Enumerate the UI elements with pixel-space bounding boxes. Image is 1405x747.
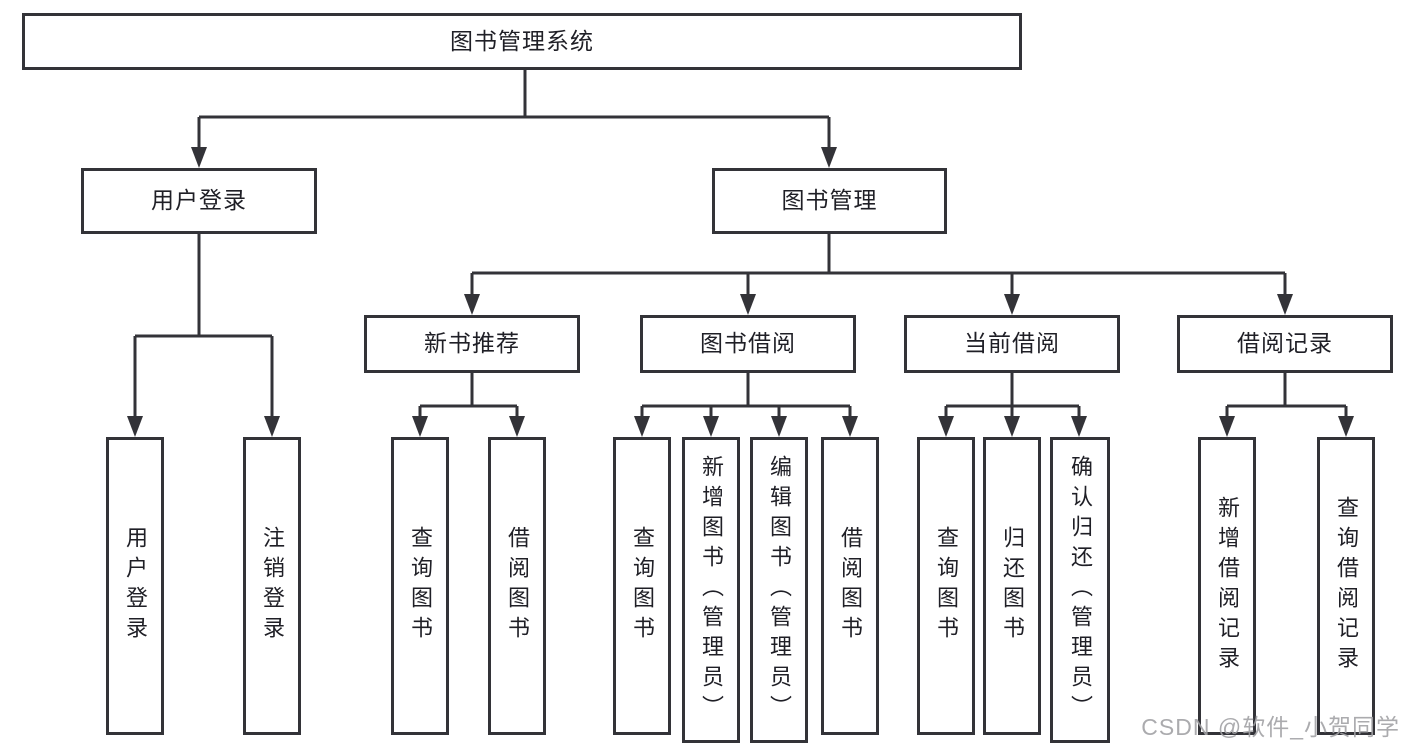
node-root-system: 图书管理系统: [22, 13, 1022, 70]
leaf-record-query-borrow-record: 查询借阅记录: [1317, 437, 1375, 735]
arrowheads: [127, 147, 1354, 437]
node-new-book-recommend: 新书推荐: [364, 315, 580, 373]
leaf-borrow-borrow-book: 借阅图书: [821, 437, 879, 735]
leaf-borrow-query-book: 查询图书: [613, 437, 671, 735]
leaf-borrow-add-book-admin: 新增图书（管理员）: [682, 437, 740, 743]
node-current-borrow: 当前借阅: [904, 315, 1120, 373]
node-book-borrow: 图书借阅: [640, 315, 856, 373]
leaf-recommend-borrow-book: 借阅图书: [488, 437, 546, 735]
leaf-current-return-book: 归还图书: [983, 437, 1041, 735]
csdn-watermark: CSDN @软件_小贺同学: [1141, 714, 1400, 740]
leaf-borrow-edit-book-admin: 编辑图书（管理员）: [750, 437, 808, 743]
leaf-user-login: 用户登录: [106, 437, 164, 735]
node-borrow-record: 借阅记录: [1177, 315, 1393, 373]
node-user-login: 用户登录: [81, 168, 317, 234]
leaf-record-add-borrow-record: 新增借阅记录: [1198, 437, 1256, 735]
leaf-current-query-book: 查询图书: [917, 437, 975, 735]
node-book-management: 图书管理: [712, 168, 947, 234]
leaf-recommend-query-book: 查询图书: [391, 437, 449, 735]
leaf-current-confirm-return-admin: 确认归还（管理员）: [1050, 437, 1110, 743]
leaf-logout: 注销登录: [243, 437, 301, 735]
